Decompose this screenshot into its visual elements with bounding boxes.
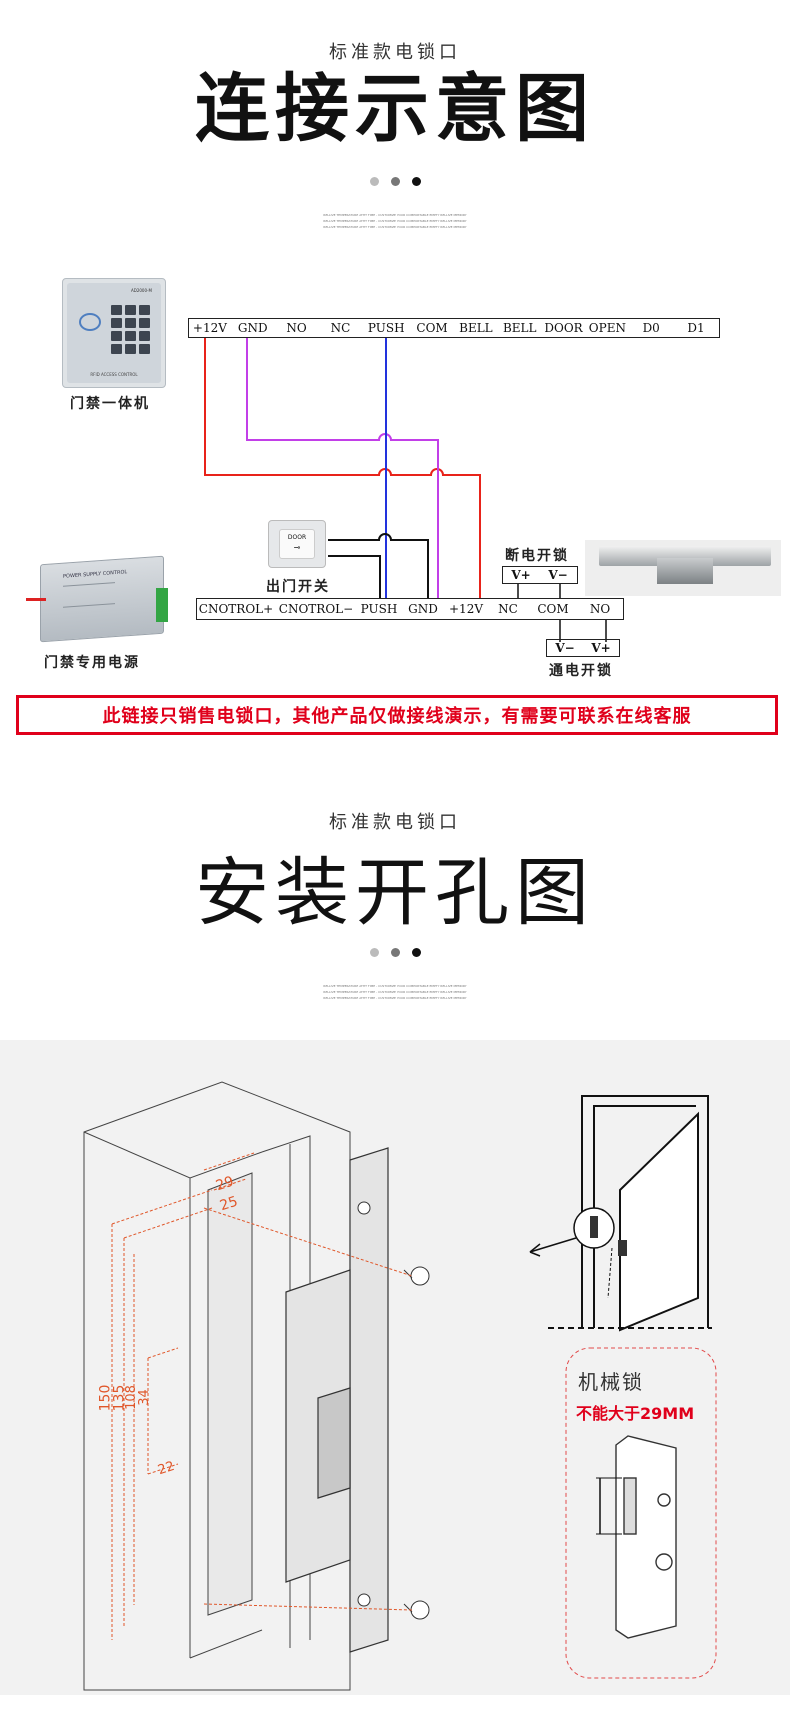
power-cable xyxy=(26,598,46,601)
dot-3 xyxy=(411,177,421,186)
strike-photo xyxy=(585,540,781,596)
power-terminal-bar: CNOTROL+ CNOTROL− PUSH GND +12V NC COM N… xyxy=(196,598,624,620)
keypad-grid xyxy=(111,305,150,354)
section2-dots xyxy=(0,948,790,957)
black-wire-1 xyxy=(328,533,429,598)
power-supply-text: POWER SUPPLY CONTROL xyxy=(63,569,128,580)
fail-safe-terminals: V− V+ xyxy=(546,639,620,657)
notice-box: 此链接只销售电锁口，其他产品仅做接线演示，有需要可联系在线客服 xyxy=(16,695,778,735)
screw-top xyxy=(357,1201,430,1286)
rfid-icon xyxy=(79,313,101,331)
exit-button-label: 出门开关 xyxy=(266,579,330,595)
power-supply-label: 门禁专用电源 xyxy=(44,655,140,671)
section1-title: 连接示意图 xyxy=(195,66,595,152)
keypad-brand: AD2000-M xyxy=(131,288,152,293)
key-icon: ⊸ xyxy=(293,543,301,552)
red-wire xyxy=(204,338,481,598)
access-controller-label: 门禁一体机 xyxy=(70,396,150,412)
section2-fine-print: RELLIVE TEMPERATURE ATHT TIME - CUSTOMIZ… xyxy=(323,984,467,1000)
section2-title: 安装开孔图 xyxy=(195,850,595,936)
fail-safe-label: 通电开锁 xyxy=(549,663,613,679)
dot-2 xyxy=(390,948,400,957)
dot-1 xyxy=(369,177,379,186)
screw-bottom xyxy=(357,1593,430,1620)
black-wire-2 xyxy=(328,555,381,598)
fail-secure-terminals: V+ V− xyxy=(502,566,578,584)
section1-dots xyxy=(0,177,790,186)
power-supply-device: POWER SUPPLY CONTROL xyxy=(24,552,172,648)
exit-button-device: DOOR ⊸ xyxy=(268,520,326,568)
terminal-block xyxy=(156,588,168,622)
mech-lock-warning: 不能大于29MM xyxy=(576,1404,695,1423)
exit-door-text: DOOR xyxy=(287,534,307,541)
dot-3 xyxy=(411,948,421,957)
controller-terminal-bar: +12V GND NO NC PUSH COM BELL BELL DOOR O… xyxy=(188,318,720,338)
mech-lock-title: 机械锁 xyxy=(578,1370,644,1394)
keypad-device: AD2000-M RFID ACCESS CONTROL xyxy=(62,278,166,388)
mech-lock-frame xyxy=(565,1347,717,1679)
dim-34: 34 xyxy=(136,1389,152,1406)
section2-subtitle: 标准款电锁口 xyxy=(329,812,461,833)
installation-svg xyxy=(83,1081,717,1691)
section1-subtitle: 标准款电锁口 xyxy=(329,42,461,63)
fail-secure-label: 断电开锁 xyxy=(505,548,569,564)
dot-2 xyxy=(390,177,400,186)
keypad-footer: RFID ACCESS CONTROL xyxy=(90,372,138,377)
dot-1 xyxy=(369,948,379,957)
notice-text: 此链接只销售电锁口，其他产品仅做接线演示，有需要可联系在线客服 xyxy=(102,706,692,727)
wiring-svg xyxy=(204,338,607,642)
section1-fine-print: RELLIVE TEMPERATURE ATHT TIME - CUSTOMIZ… xyxy=(323,213,467,229)
